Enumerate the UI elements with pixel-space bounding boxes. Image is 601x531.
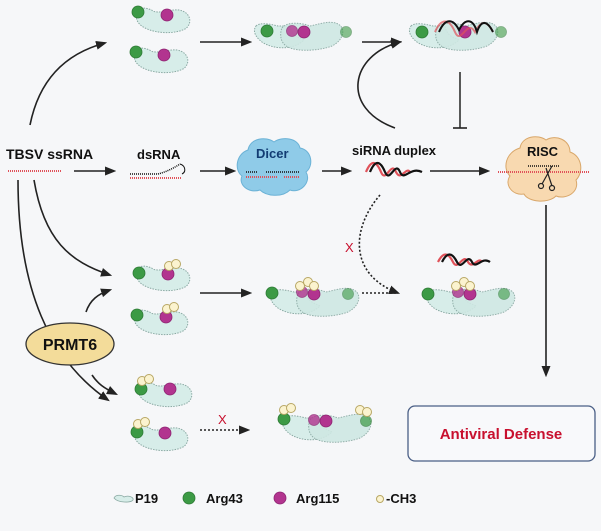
blocked-mark-x-1: X xyxy=(345,240,354,255)
scissors-icon xyxy=(537,165,556,192)
arg43-icon xyxy=(265,286,279,300)
methyl-icon xyxy=(286,403,296,413)
prmt6-enzyme: PRMT6 xyxy=(25,322,115,366)
arg115-icon xyxy=(158,426,172,440)
arg115-icon xyxy=(160,8,174,22)
arrow-tbsv-to-methylated-low xyxy=(17,179,110,402)
p19-monomer-methyl-arg115-2 xyxy=(130,302,189,336)
arg43-icon xyxy=(340,26,352,38)
methyl-icon xyxy=(451,281,461,291)
dicer-enzyme: Dicer xyxy=(236,138,312,196)
p19-dimer-methyl-arg43 xyxy=(277,403,372,443)
p19-dimer-methylated-unbound xyxy=(421,277,516,317)
dicer-icon xyxy=(236,138,312,196)
dsrna-label: dsRNA xyxy=(137,147,181,162)
arrow-sirna-to-complex xyxy=(357,39,403,129)
blocked-arrow-sirna-to-dimer xyxy=(358,194,401,295)
legend-item-arg115: Arg115 xyxy=(273,491,339,506)
p19-monomer-top-1 xyxy=(131,5,191,34)
tbsv-label: TBSV ssRNA xyxy=(6,146,93,162)
legend-label: -CH3 xyxy=(386,491,416,506)
methyl-icon xyxy=(140,417,150,427)
p19-monomer-methyl-arg115-1 xyxy=(132,259,191,292)
arg115-icon xyxy=(286,25,298,37)
arg43-icon xyxy=(415,25,429,39)
magenta-circle-icon xyxy=(273,491,287,505)
risc-icon xyxy=(505,136,582,202)
arrow-tbsv-to-p19-top xyxy=(29,40,108,126)
p19-dimer-top xyxy=(253,21,352,51)
risc-label: RISC xyxy=(527,144,559,159)
arg43-icon xyxy=(360,415,372,427)
sirna-duplex-label: siRNA duplex xyxy=(352,143,437,158)
arg43-icon xyxy=(260,24,274,38)
blocked-mark-x-2: X xyxy=(218,412,227,427)
legend-item-ch3: -CH3 xyxy=(376,491,416,506)
antiviral-defense-label: Antiviral Defense xyxy=(440,426,563,443)
methyl-circle-icon xyxy=(376,495,384,503)
methyl-icon xyxy=(169,302,179,312)
methyl-icon xyxy=(309,281,319,291)
arg115-icon xyxy=(308,414,320,426)
arrow-prmt6-to-mid xyxy=(85,288,113,313)
arg43-icon xyxy=(498,288,510,300)
arg43-icon xyxy=(131,5,145,19)
sirna-duplex-icon xyxy=(364,161,423,177)
arg115-icon xyxy=(297,25,311,39)
p19-monomer-top-2 xyxy=(129,45,189,74)
legend-label: Arg43 xyxy=(206,491,243,506)
methyl-icon xyxy=(465,281,475,291)
prmt6-label: PRMT6 xyxy=(43,337,97,354)
free-sirna-icon xyxy=(437,253,491,266)
p19-shape-icon xyxy=(113,494,134,503)
arg115-icon xyxy=(163,382,177,396)
methyl-icon xyxy=(295,281,305,291)
arg43-icon xyxy=(421,287,435,301)
arrow-prmt6-to-low xyxy=(91,374,119,396)
methyl-icon xyxy=(144,374,154,384)
arg43-icon xyxy=(129,45,143,59)
methyl-icon xyxy=(171,259,181,269)
green-circle-icon xyxy=(182,491,196,505)
arg43-icon xyxy=(495,26,507,38)
arg115-icon xyxy=(319,414,333,428)
arg43-icon xyxy=(130,308,144,322)
arg115-icon xyxy=(157,48,171,62)
p19-monomer-methyl-arg43-1 xyxy=(134,374,193,408)
antiviral-defense-box: Antiviral Defense xyxy=(407,405,596,462)
dicer-label: Dicer xyxy=(256,146,289,161)
legend-label: Arg115 xyxy=(296,491,339,506)
p19-monomer-methyl-arg43-2 xyxy=(130,417,189,452)
arg43-icon xyxy=(342,288,354,300)
legend-item-arg43: Arg43 xyxy=(182,491,243,506)
sirna-strand-black xyxy=(438,20,494,36)
p19-sirna-complex xyxy=(408,20,507,51)
legend-item-p19: P19 xyxy=(113,491,158,506)
dsrna-icon xyxy=(130,163,186,179)
prmt6-oval xyxy=(25,322,115,366)
arrow-tbsv-to-methylated-mid xyxy=(33,179,113,277)
methyl-icon xyxy=(362,407,372,417)
p19-dimer-methylated xyxy=(265,277,360,317)
legend: P19 Arg43 Arg115 -CH3 xyxy=(113,491,416,506)
risc-complex: RISC xyxy=(498,136,590,202)
arg43-icon xyxy=(132,266,146,280)
legend-label: P19 xyxy=(135,491,158,506)
